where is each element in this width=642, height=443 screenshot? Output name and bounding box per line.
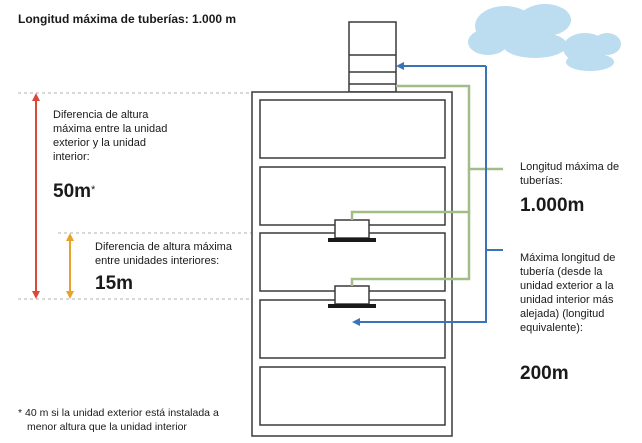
indoor-unit-lower: [328, 285, 376, 308]
farthest-pipe-length-label-line: unidad interior más: [520, 294, 614, 306]
indoor-height-label: Diferencia de altura máxima entre unidad…: [95, 240, 232, 268]
diagram-title: Longitud máxima de tuberías: 1.000 m: [18, 12, 237, 26]
outdoor-height-number: 50m: [53, 181, 92, 202]
farthest-pipe-length-label-line: Máxima longitud de: [520, 252, 616, 264]
indoor-height-value: 15m: [95, 273, 134, 294]
pipe-arrow-head-top: [396, 62, 404, 70]
indoor-height-label-line: Diferencia de altura máxima: [95, 241, 232, 253]
footnote-line: * 40 m si la unidad exterior está instal…: [18, 407, 219, 419]
outdoor-height-label-line: exterior y la unidad: [53, 137, 146, 149]
indoor-unit-upper: [328, 219, 376, 242]
outdoor-height-arrow: [32, 93, 40, 299]
indoor-height-label-line: entre unidades interiores:: [95, 255, 220, 267]
height-reference-lines: [18, 92, 252, 300]
pipe-arrow-head-bottom: [352, 318, 360, 326]
farthest-pipe-length-label-line: unidad exterior a la: [520, 280, 614, 292]
footnote: * 40 m si la unidad exterior está instal…: [18, 406, 219, 434]
max-pipe-length-label-line: tuberías:: [520, 175, 563, 187]
max-pipe-length-label: Longitud máxima de tuberías:: [520, 160, 619, 188]
outdoor-height-label-line: máxima entre la unidad: [53, 123, 168, 135]
cloud-icon: [468, 4, 621, 71]
farthest-pipe-length-value: 200m: [520, 363, 569, 384]
farthest-pipe-length-label: Máxima longitud de tubería (desde la uni…: [520, 251, 615, 335]
farthest-pipe-length-label-line: tubería (desde la: [520, 266, 603, 278]
building: [251, 91, 453, 437]
outdoor-unit: [348, 21, 397, 93]
footnote-line: menor altura que la unidad interior: [27, 421, 187, 433]
outdoor-height-footnote-mark: *: [91, 184, 96, 196]
pipe-farthest-length: [358, 65, 503, 323]
farthest-pipe-length-label-line: equivalente):: [520, 322, 583, 334]
max-pipe-length-value: 1.000m: [520, 195, 585, 216]
outdoor-height-label-line: Diferencia de altura: [53, 109, 149, 121]
indoor-height-arrow: [66, 233, 74, 299]
farthest-pipe-length-label-line: alejada) (longitud: [520, 308, 605, 320]
outdoor-height-label: Diferencia de altura máxima entre la uni…: [53, 108, 167, 164]
outdoor-height-label-line: interior:: [53, 151, 90, 163]
max-pipe-length-label-line: Longitud máxima de: [520, 161, 620, 173]
outdoor-height-value: 50m*: [53, 182, 95, 202]
